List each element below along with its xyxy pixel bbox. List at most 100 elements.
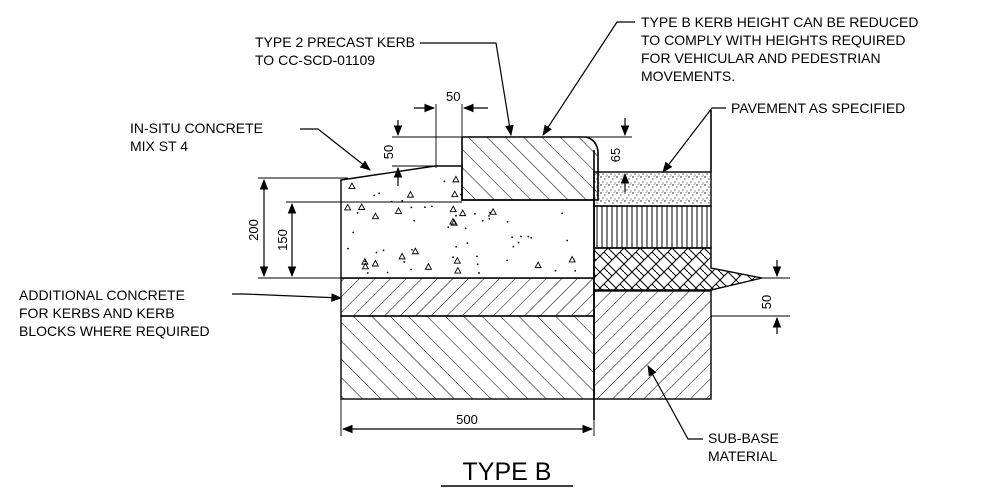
aggregate-dot: [476, 263, 479, 266]
label-kerb-type-1: TYPE 2 PRECAST KERB: [255, 34, 415, 50]
label-pavement: PAVEMENT AS SPECIFIED: [731, 100, 905, 116]
aggregate-dot: [530, 236, 533, 239]
aggregate-dot: [512, 245, 515, 248]
aggregate-stone: [361, 262, 370, 270]
aggregate-stone: [424, 262, 433, 270]
aggregate-dot: [466, 242, 469, 244]
label-in-situ-2: MIX ST 4: [130, 138, 188, 154]
label-height-note-4: MOVEMENTS.: [641, 68, 735, 84]
aggregate-dot: [424, 206, 426, 209]
aggregate-dot: [447, 226, 450, 229]
aggregate-stone: [411, 247, 420, 255]
leader-in-situ: [300, 128, 371, 171]
sub-base-layer: [340, 315, 595, 400]
dimension-kerb-face: 65: [608, 148, 623, 162]
dimension-top-drop: 50: [381, 145, 396, 159]
aggregate-dot: [506, 220, 509, 223]
aggregate-dot: [554, 269, 557, 272]
aggregate-dot: [517, 241, 520, 244]
leader-height-note: [542, 21, 635, 136]
aggregate-stone: [458, 209, 467, 217]
aggregate-dot: [452, 256, 454, 259]
aggregate-dot: [527, 235, 530, 238]
aggregate-dot: [386, 271, 389, 274]
concrete-aggregate-marks: [343, 175, 577, 274]
aggregate-dot: [566, 239, 569, 242]
aggregate-stone: [406, 190, 415, 198]
aggregate-stone: [398, 252, 406, 260]
aggregate-dot: [506, 259, 509, 262]
aggregate-dot: [366, 272, 369, 274]
aggregate-dot: [520, 235, 522, 238]
aggregate-dot: [410, 268, 412, 271]
aggregate-stone: [371, 212, 380, 220]
aggregate-dot: [443, 180, 446, 183]
additional-concrete-layer: [340, 277, 595, 317]
aggregate-dot: [511, 236, 514, 239]
aggregate-dot: [378, 192, 381, 195]
pavement-surface-course: [593, 171, 712, 207]
aggregate-stone: [454, 266, 462, 274]
label-height-note-1: TYPE B KERB HEIGHT CAN BE REDUCED: [641, 14, 918, 30]
aggregate-dot: [413, 219, 416, 222]
aggregate-dot: [464, 227, 467, 230]
label-height-note-3: FOR VEHICULAR AND PEDESTRIAN: [641, 50, 881, 66]
aggregate-dot: [478, 272, 480, 274]
dimension-200: 200: [246, 219, 261, 241]
label-additional-2: FOR KERBS AND KERB: [19, 305, 175, 321]
pavement-subbase-wedge: [593, 247, 763, 291]
aggregate-dot: [411, 248, 413, 251]
label-sub-base-1: SUB-BASE: [708, 430, 779, 446]
aggregate-dot: [410, 206, 413, 209]
sub-base-layer-right: [593, 290, 712, 400]
aggregate-dot: [481, 219, 484, 222]
aggregate-stone: [394, 206, 403, 214]
dimension-edge-drop: 50: [759, 295, 774, 309]
label-sub-base-2: MATERIAL: [708, 448, 777, 464]
aggregate-dot: [430, 205, 433, 208]
aggregate-dot: [403, 261, 406, 263]
label-height-note-2: TO COMPLY WITH HEIGHTS REQUIRED: [641, 32, 905, 48]
aggregate-stone: [357, 203, 366, 210]
leader-sub-base: [647, 365, 703, 440]
aggregate-stone: [371, 259, 380, 267]
aggregate-dot: [375, 251, 378, 254]
dimension-500: 500: [456, 412, 478, 427]
precast-kerb: [461, 136, 599, 201]
aggregate-dot: [373, 194, 376, 197]
aggregate-dot: [382, 249, 385, 252]
drawing-title: TYPE B: [463, 458, 552, 486]
label-in-situ-1: IN-SITU CONCRETE: [130, 120, 263, 136]
pavement-base-course: [593, 205, 712, 249]
leader-additional: [232, 293, 343, 302]
aggregate-stone: [452, 175, 460, 183]
aggregate-stone: [450, 218, 458, 226]
leader-kerb-type: [420, 42, 514, 137]
dimension-top-width: 50: [446, 89, 460, 104]
aggregate-stone: [453, 256, 462, 264]
aggregate-stone: [450, 190, 459, 198]
aggregate-stone: [449, 205, 458, 213]
dimension-150: 150: [275, 229, 290, 251]
aggregate-dot: [476, 255, 478, 258]
aggregate-dot: [356, 211, 359, 214]
aggregate-dot: [347, 247, 349, 250]
aggregate-stone: [348, 182, 356, 190]
label-additional-1: ADDITIONAL CONCRETE: [19, 287, 185, 303]
aggregate-dot: [561, 212, 564, 215]
aggregate-stone: [489, 207, 497, 215]
aggregate-dot: [455, 214, 457, 217]
label-additional-3: BLOCKS WHERE REQUIRED: [19, 323, 210, 339]
aggregate-dot: [455, 245, 458, 248]
aggregate-stone: [343, 203, 352, 211]
aggregate-dot: [488, 214, 490, 217]
aggregate-dot: [401, 199, 404, 202]
aggregate-dot: [473, 212, 476, 215]
aggregate-dot: [488, 217, 491, 220]
aggregate-dot: [352, 231, 355, 234]
leader-pavement: [662, 107, 726, 173]
label-kerb-type-2: TO CC-SCD-01109: [255, 52, 375, 68]
aggregate-dot: [574, 269, 577, 272]
aggregate-stone: [534, 261, 542, 269]
